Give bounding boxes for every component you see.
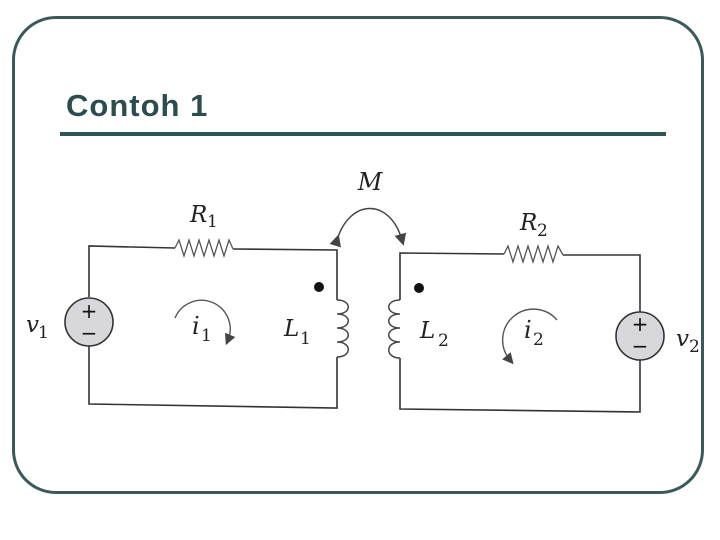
label-r2: R 2: [519, 210, 548, 241]
label-i2: i 2: [524, 316, 544, 350]
svg-text:2: 2: [537, 221, 548, 241]
dot-l2: [414, 283, 424, 293]
inductor-l1: [336, 299, 349, 358]
svg-text:2: 2: [533, 330, 544, 350]
right-loop-wires: [399, 252, 641, 413]
left-wire-top-right: [232, 248, 338, 300]
title-underline: [60, 132, 666, 136]
source-v2-minus: −: [632, 334, 649, 358]
label-i1: i 1: [192, 312, 212, 346]
source-v2-plus: +: [632, 312, 649, 336]
label-v2: v 2: [676, 326, 700, 357]
svg-text:R: R: [519, 210, 537, 236]
svg-text:1: 1: [38, 323, 49, 343]
label-l1: L 1: [283, 316, 311, 349]
label-l2: L 2: [419, 318, 449, 351]
svg-text:1: 1: [207, 212, 218, 232]
svg-text:2: 2: [689, 337, 700, 357]
svg-text:2: 2: [438, 331, 449, 351]
left-loop-wires: [88, 245, 338, 409]
voltage-source-v1: + −: [64, 297, 114, 347]
label-mutual-m: M: [357, 168, 384, 196]
slide-title: Contoh 1: [66, 88, 209, 123]
svg-text:i: i: [192, 312, 200, 340]
current-arrow-i2: [501, 308, 558, 365]
resistor-r1: [174, 237, 234, 259]
svg-text:1: 1: [300, 329, 311, 349]
svg-text:L: L: [283, 316, 299, 342]
svg-text:R: R: [189, 202, 207, 228]
svg-text:i: i: [524, 316, 532, 344]
left-wire-bottom: [88, 346, 338, 409]
right-wire-top-left: [399, 252, 505, 300]
right-wire-bottom: [399, 358, 641, 413]
label-r1: R 1: [189, 202, 218, 232]
dot-l1: [314, 282, 324, 292]
svg-text:1: 1: [201, 326, 212, 346]
svg-text:v: v: [676, 326, 689, 352]
inductor-l2: [388, 299, 401, 359]
source-v1-plus: +: [81, 299, 98, 323]
svg-text:L: L: [419, 318, 435, 344]
voltage-source-v2: + −: [615, 311, 665, 361]
source-v1-minus: −: [81, 321, 98, 345]
resistor-r2: [503, 243, 564, 265]
mutual-inductance-arc: [329, 207, 407, 248]
right-wire-top-right: [563, 254, 641, 312]
svg-text:v: v: [26, 312, 39, 338]
left-wire-top-left: [88, 245, 176, 297]
current-arrow-i1: [174, 299, 236, 346]
label-v1: v 1: [26, 312, 49, 343]
